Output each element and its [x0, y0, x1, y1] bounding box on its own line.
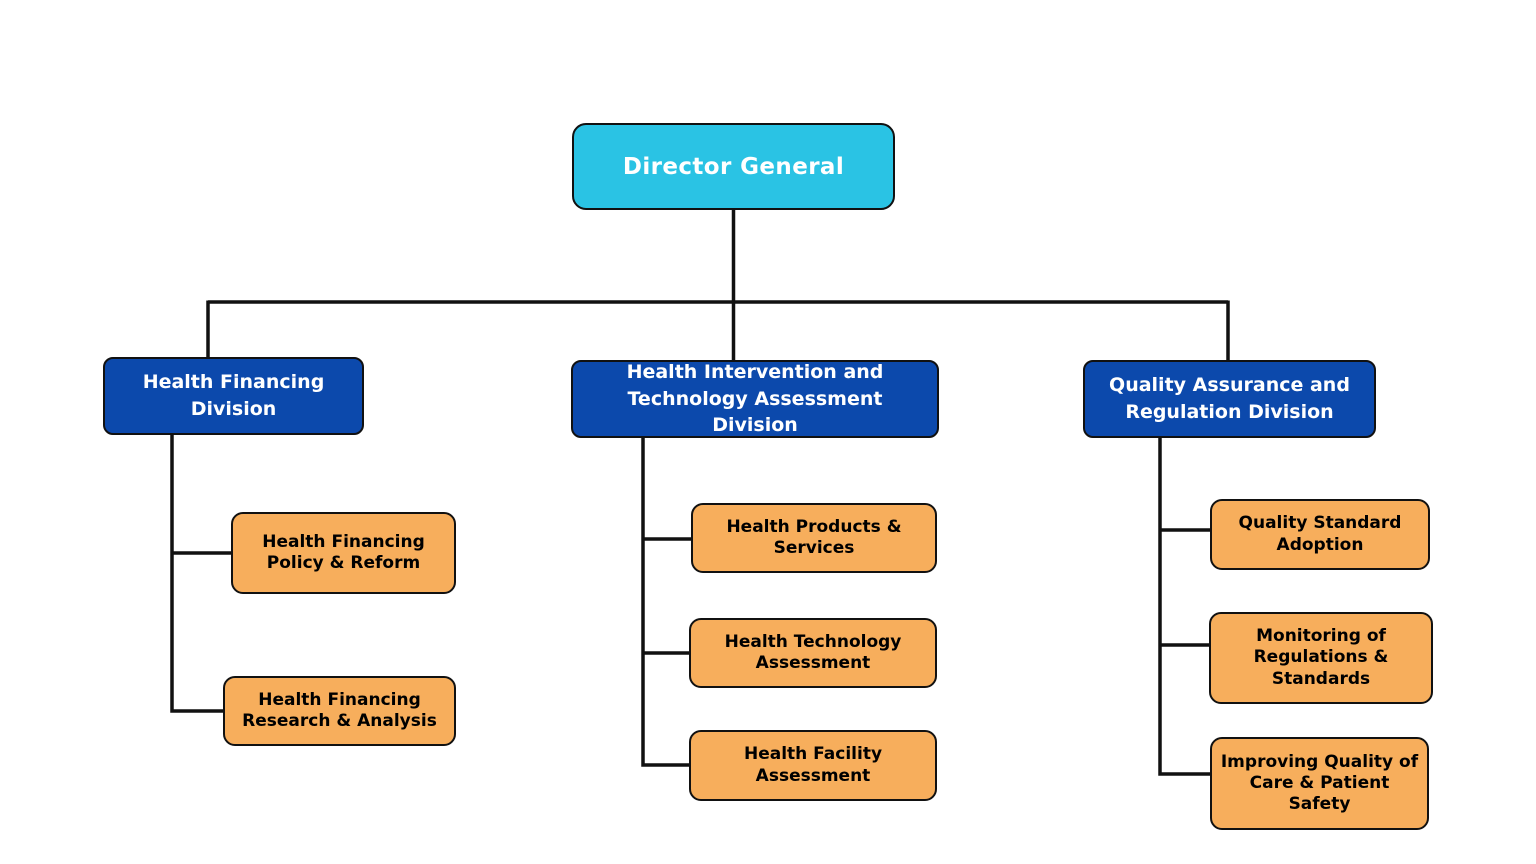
- org-node-health-intervention-technology-assessment-division: Health Intervention and Technology Asses…: [571, 360, 939, 438]
- org-node-label: Health Financing Policy & Reform: [262, 531, 425, 573]
- org-node-monitoring-regulations-standards: Monitoring of Regulations & Standards: [1209, 612, 1433, 704]
- org-node-label: Quality Standard Adoption: [1238, 513, 1402, 555]
- connector-root-to-divisions: [206, 209, 1230, 360]
- connector-division-3-units: [1158, 437, 1210, 776]
- org-node-health-facility-assessment: Health Facility Assessment: [689, 730, 937, 801]
- org-node-quality-assurance-regulation-division: Quality Assurance and Regulation Divisio…: [1083, 360, 1376, 438]
- org-node-quality-standard-adoption: Quality Standard Adoption: [1210, 499, 1430, 570]
- org-node-health-financing-division: Health Financing Division: [103, 357, 364, 435]
- org-node-label: Health Technology Assessment: [724, 631, 902, 673]
- org-node-label: Health Intervention and Technology Asses…: [626, 361, 884, 437]
- org-node-label: Health Financing Research & Analysis: [242, 689, 437, 731]
- org-node-label: Quality Assurance and Regulation Divisio…: [1109, 374, 1350, 423]
- org-node-label: Improving Quality of Care & Patient Safe…: [1220, 751, 1419, 815]
- org-node-label: Monitoring of Regulations & Standards: [1253, 626, 1389, 689]
- org-node-health-products-services: Health Products & Services: [691, 503, 937, 573]
- connector-division-2-units: [641, 437, 691, 767]
- org-node-label: Director General: [622, 153, 845, 180]
- org-node-label: Health Products & Services: [726, 516, 902, 558]
- connector-division-1-units: [170, 434, 231, 713]
- org-node-health-technology-assessment: Health Technology Assessment: [689, 618, 937, 688]
- org-node-health-financing-research-analysis: Health Financing Research & Analysis: [223, 676, 456, 746]
- org-node-improving-quality-care-patient-safety: Improving Quality of Care & Patient Safe…: [1210, 737, 1429, 830]
- org-node-label: Health Facility Assessment: [743, 744, 883, 786]
- org-node-director-general: Director General: [572, 123, 895, 210]
- org-node-label: Health Financing Division: [142, 371, 325, 420]
- org-node-health-financing-policy-reform: Health Financing Policy & Reform: [231, 512, 456, 594]
